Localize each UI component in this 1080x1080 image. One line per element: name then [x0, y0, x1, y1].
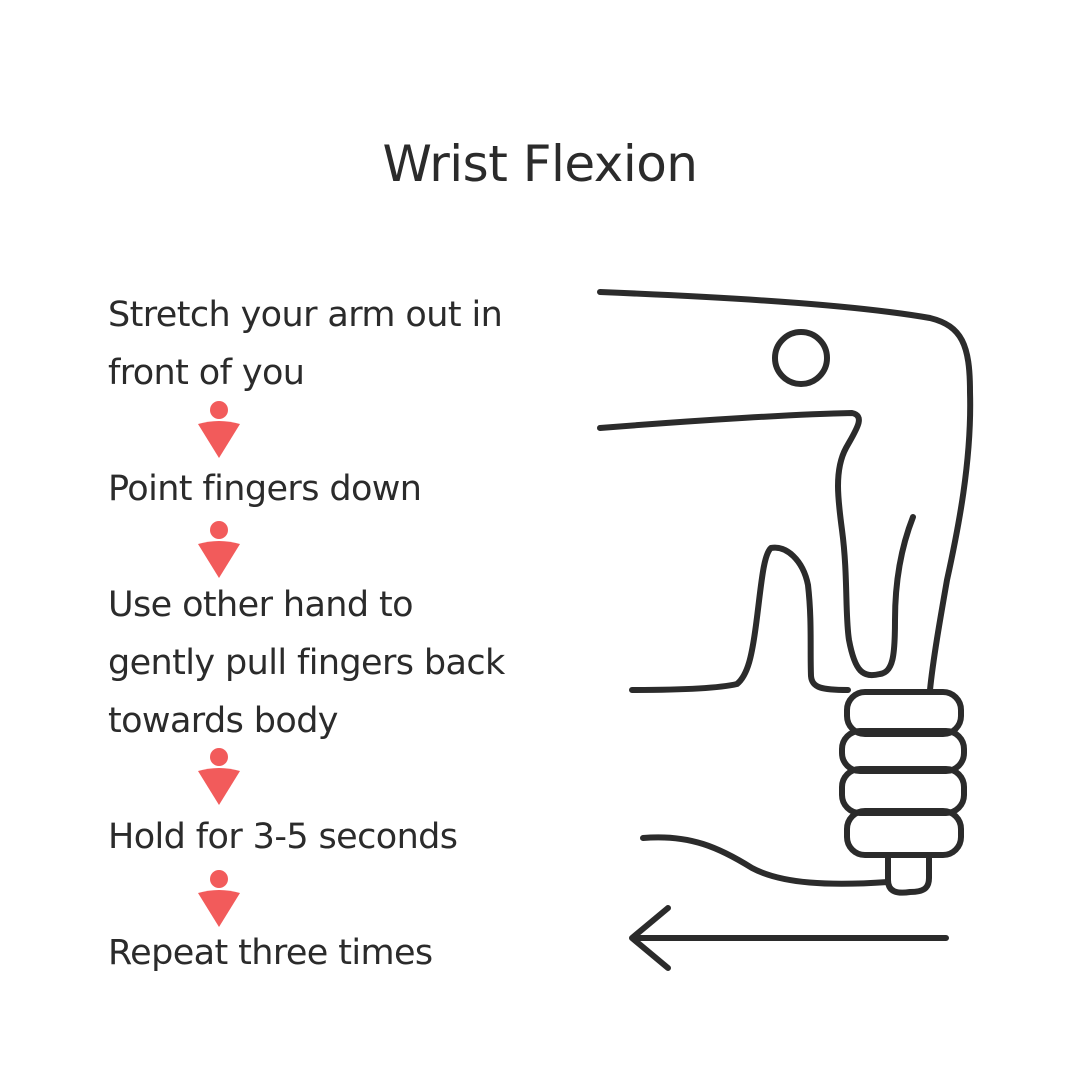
fingertip	[885, 852, 932, 896]
finger-1	[844, 689, 964, 737]
step-3-line-3: towards body	[108, 701, 339, 741]
step-4: Hold for 3-5 seconds	[108, 808, 568, 866]
step-3-line-1: Use other hand to	[108, 585, 414, 625]
other-hand-thumb	[629, 544, 851, 693]
wrist-flexion-illustration	[597, 289, 974, 971]
person-down-arrow-icon	[198, 748, 240, 805]
step-5-line-1: Repeat three times	[108, 933, 433, 973]
step-4-line-1: Hold for 3-5 seconds	[108, 817, 458, 857]
finger-3	[839, 766, 967, 816]
step-2-line-1: Point fingers down	[108, 469, 422, 509]
step-1-line-2: front of you	[108, 353, 305, 393]
person-down-arrow-icon	[198, 401, 240, 458]
arm-outline-bottom	[597, 410, 916, 678]
step-3: Use other hand to gently pull fingers ba…	[108, 576, 568, 750]
step-1: Stretch your arm out in front of you	[108, 286, 568, 402]
person-down-arrow-icon	[198, 870, 240, 927]
page-title: Wrist Flexion	[382, 135, 698, 193]
other-hand-wrist	[640, 834, 891, 887]
person-down-arrow-icon	[198, 521, 240, 578]
step-3-line-2: gently pull fingers back	[108, 643, 505, 683]
left-arrow-icon	[629, 905, 949, 971]
wrist-bone-icon	[772, 329, 830, 387]
arm-outline-top	[597, 289, 974, 693]
step-5: Repeat three times	[108, 924, 568, 982]
step-2: Point fingers down	[108, 460, 568, 518]
step-1-line-1: Stretch your arm out in	[108, 295, 503, 335]
finger-4	[844, 808, 964, 858]
